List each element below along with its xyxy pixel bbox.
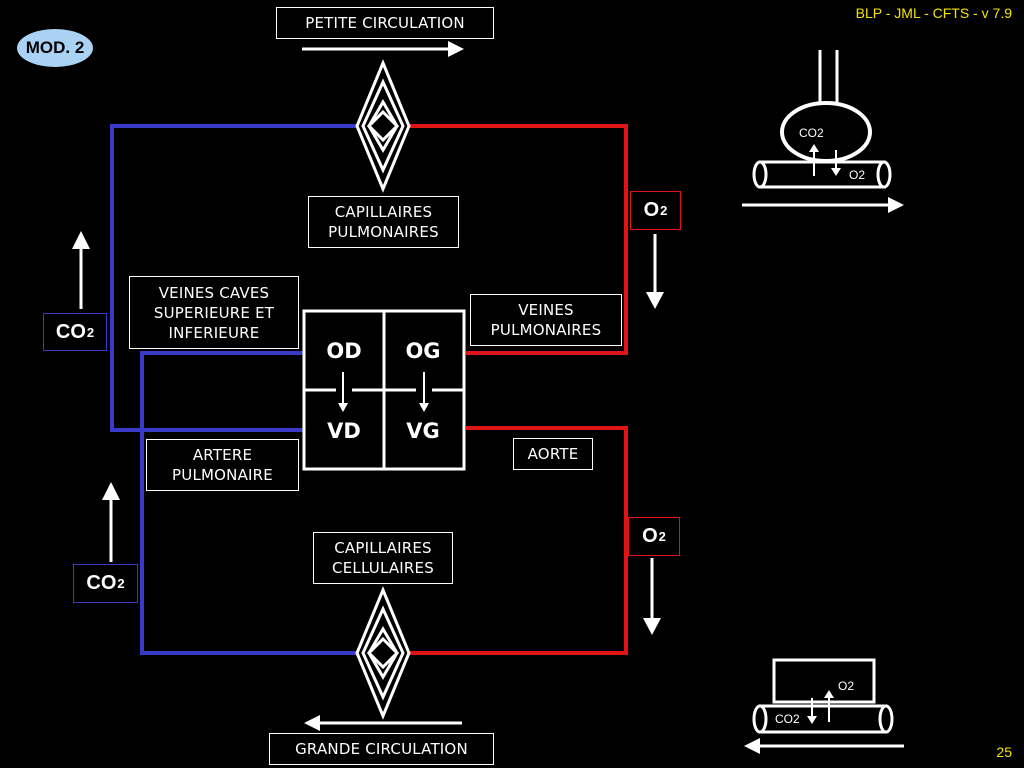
pulmonary-vein-line bbox=[410, 124, 628, 355]
heart-vg: VG bbox=[406, 419, 440, 443]
cell-o2-label: O2 bbox=[838, 679, 855, 693]
petite-circulation-label: PETITE CIRCULATION bbox=[276, 7, 494, 39]
alveolus-o2-label: O2 bbox=[849, 168, 866, 182]
version-label: BLP - JML - CFTS - v 7.9 bbox=[855, 5, 1012, 21]
heart-od: OD bbox=[326, 339, 362, 363]
aorte-label: AORTE bbox=[513, 438, 593, 470]
capillaires-pulmonaires-label: CAPILLAIRES PULMONAIRES bbox=[308, 196, 459, 248]
venous-circuit bbox=[110, 124, 358, 655]
cell-inset bbox=[744, 658, 904, 754]
grande-circulation-label: GRANDE CIRCULATION bbox=[269, 733, 494, 765]
o2-top-down-arrow bbox=[646, 234, 664, 309]
capillaires-cellulaires-label: CAPILLAIRES CELLULAIRES bbox=[313, 532, 453, 584]
vena-cava-line bbox=[140, 351, 358, 655]
co2-bottom-up-arrow bbox=[102, 482, 120, 562]
cellular-capillary-diamond bbox=[355, 586, 411, 720]
heart-og: OG bbox=[405, 339, 441, 363]
pulmonary-capillary-diamond bbox=[355, 59, 411, 193]
pulmonary-artery-line bbox=[110, 124, 358, 432]
cell-co2-label: CO2 bbox=[775, 712, 800, 726]
grande-circulation-arrow bbox=[304, 715, 462, 731]
page-number: 25 bbox=[996, 744, 1012, 760]
module-badge: MOD. 2 bbox=[17, 29, 93, 67]
alveolus-co2-label: CO2 bbox=[799, 126, 824, 140]
veines-caves-label: VEINES CAVES SUPERIEURE ET INFERIEURE bbox=[129, 276, 299, 349]
heart-box bbox=[302, 309, 466, 471]
o2-bottom-down-arrow bbox=[643, 558, 661, 635]
artere-pulmonaire-label: ARTERE PULMONAIRE bbox=[146, 439, 299, 491]
heart-vd: VD bbox=[327, 419, 361, 443]
aorta-line bbox=[410, 426, 628, 655]
alveolus-inset bbox=[742, 50, 904, 213]
petite-circulation-arrow bbox=[302, 41, 464, 57]
arterial-circuit bbox=[410, 124, 628, 655]
veines-pulmonaires-label: VEINES PULMONAIRES bbox=[470, 294, 622, 346]
co2-top-up-arrow bbox=[72, 231, 90, 309]
